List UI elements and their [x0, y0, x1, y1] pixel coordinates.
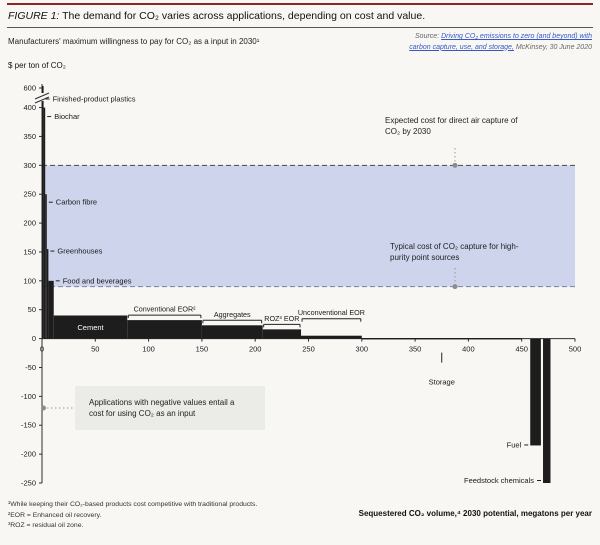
demand-bar	[201, 325, 263, 339]
source-line-1: Source: Driving CO₂ emissions to zero (a…	[409, 32, 592, 43]
source-prefix: Source:	[415, 33, 442, 40]
figure-label: FIGURE 1:	[8, 10, 60, 22]
svg-text:600: 600	[23, 84, 36, 93]
header-divider	[7, 27, 593, 28]
svg-text:400: 400	[23, 103, 36, 112]
demand-bar	[45, 194, 47, 339]
svg-text:250: 250	[23, 190, 36, 199]
dac-cost-dot	[452, 162, 458, 168]
svg-text:250: 250	[302, 345, 315, 354]
svg-text:-250: -250	[21, 479, 36, 488]
figure-title: The demand for CO₂ varies across applica…	[62, 10, 426, 22]
svg-text:200: 200	[249, 345, 262, 354]
svg-text:350: 350	[409, 345, 422, 354]
figure-heading: FIGURE 1: The demand for CO₂ varies acro…	[8, 10, 425, 22]
demand-bar	[46, 249, 49, 339]
header-rule	[7, 3, 593, 5]
demand-bar	[301, 335, 362, 339]
svg-text:100: 100	[23, 276, 36, 285]
svg-text:-50: -50	[25, 363, 36, 372]
svg-text:150: 150	[23, 247, 36, 256]
source-link[interactable]: Driving CO₂ emissions to zero (and beyon…	[441, 33, 592, 40]
demand-bar	[53, 315, 128, 339]
capture-cost-band	[42, 165, 575, 287]
svg-text:300: 300	[356, 345, 369, 354]
svg-text:-150: -150	[21, 421, 36, 430]
svg-text:200: 200	[23, 219, 36, 228]
svg-text:Greenhouses: Greenhouses	[57, 247, 102, 256]
demand-bar	[42, 86, 44, 339]
source-line-2: carbon capture, use, and storage, McKins…	[409, 43, 592, 54]
demand-bar	[543, 338, 551, 483]
footnote-3: ³ROZ = residual oil zone.	[8, 522, 84, 530]
footnote-1: ¹While keeping their CO₂-based products …	[8, 501, 258, 508]
svg-text:-200: -200	[21, 450, 36, 459]
svg-text:Storage: Storage	[429, 378, 455, 387]
source-link-continued[interactable]: carbon capture, use, and storage,	[409, 43, 514, 51]
svg-text:50: 50	[91, 345, 99, 354]
svg-text:Fuel: Fuel	[507, 440, 522, 449]
svg-text:50: 50	[28, 305, 36, 314]
svg-text:450: 450	[515, 345, 528, 354]
demand-bar	[127, 320, 202, 339]
footnote-2: ²EOR = Enhanced oil recovery.	[8, 511, 102, 519]
svg-text:Conventional EOR²: Conventional EOR²	[134, 305, 197, 314]
y-axis-unit-label: $ per ton of CO₂	[8, 61, 66, 70]
svg-text:400: 400	[462, 345, 475, 354]
chart-subtitle: Manufacturers' maximum willingness to pa…	[8, 37, 260, 46]
source-note: Source: Driving CO₂ emissions to zero (a…	[409, 32, 592, 53]
svg-text:Biochar: Biochar	[54, 112, 80, 121]
svg-text:Finished-product plastics: Finished-product plastics	[53, 95, 136, 104]
svg-text:500: 500	[569, 345, 582, 354]
source-suffix: McKinsey, 30 June 2020	[513, 43, 592, 51]
svg-text:Unconventional EOR: Unconventional EOR	[298, 308, 365, 317]
demand-bar	[48, 280, 54, 339]
svg-text:0: 0	[40, 345, 44, 354]
x-axis-caption: Sequestered CO₂ volume,⁴ 2030 potential,…	[358, 509, 592, 518]
svg-text:ROZ³ EOR: ROZ³ EOR	[264, 314, 299, 323]
demand-bar	[43, 107, 46, 339]
demand-bar	[262, 329, 302, 339]
negative-note-dot	[41, 405, 46, 411]
svg-text:150: 150	[196, 345, 209, 354]
svg-text:Feedstock chemicals: Feedstock chemicals	[464, 476, 534, 485]
demand-bar	[361, 338, 522, 340]
point-source-cost-dot	[452, 284, 458, 290]
svg-text:Carbon fibre: Carbon fibre	[56, 198, 97, 207]
negative-values-note: Applications with negative values entail…	[75, 386, 265, 431]
svg-text:350: 350	[23, 132, 36, 141]
svg-text:0: 0	[32, 334, 36, 343]
annotation-point-source-cost: Typical cost of CO₂ capture for high-pur…	[390, 242, 519, 262]
svg-text:100: 100	[142, 345, 155, 354]
footnotes: ¹While keeping their CO₂-based products …	[8, 500, 257, 532]
svg-text:Aggregates: Aggregates	[214, 310, 251, 319]
svg-text:Food and beverages: Food and beverages	[63, 276, 132, 285]
annotation-direct-air-capture: Expected cost for direct air capture of …	[385, 116, 518, 136]
svg-text:-100: -100	[21, 392, 36, 401]
demand-bar	[530, 338, 541, 446]
svg-text:Cement: Cement	[77, 323, 104, 332]
demand-chart: 600400350300250200150100500-50-100-150-2…	[21, 84, 582, 488]
svg-text:300: 300	[23, 161, 36, 170]
